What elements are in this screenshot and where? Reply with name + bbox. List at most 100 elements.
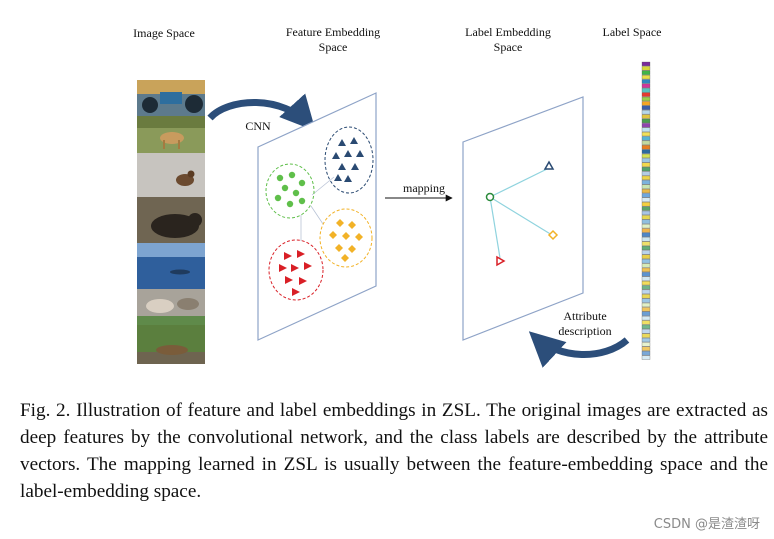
image-bird-ground — [137, 153, 205, 197]
watermark: CSDN @是渣渣呀 — [653, 517, 760, 532]
label-cell — [641, 272, 651, 277]
attribute-label-line2: description — [558, 324, 611, 338]
image-motorcycle — [137, 80, 205, 116]
image-column — [137, 80, 205, 364]
cluster-green — [265, 163, 315, 219]
header-image-space: Image Space — [133, 26, 195, 40]
label-node-green — [485, 192, 495, 202]
cluster-blue — [324, 126, 374, 194]
label-cell — [641, 219, 651, 224]
image-whale — [137, 243, 205, 289]
label-cell — [641, 259, 651, 264]
label-cell — [641, 355, 651, 360]
cluster-orange — [319, 208, 373, 268]
label-cell — [641, 206, 651, 211]
label-cell — [641, 114, 651, 119]
label-cell — [641, 280, 651, 286]
header-label-embedding-line1: Label Embedding — [465, 25, 551, 39]
label-cell — [641, 250, 651, 255]
label-cell — [641, 149, 651, 154]
label-cell — [641, 237, 651, 242]
label-cell — [641, 123, 651, 128]
label-cell — [641, 153, 651, 159]
label-cell — [641, 162, 651, 167]
image-deer — [137, 116, 205, 153]
label-cell — [641, 294, 651, 299]
label-space-strip — [641, 61, 651, 360]
label-cell — [641, 329, 651, 334]
header-feature-space-line2: Space — [319, 40, 348, 54]
label-cell — [641, 215, 651, 220]
attribute-label-line1: Attribute — [563, 309, 606, 323]
label-cell — [641, 197, 651, 202]
label-cell — [641, 245, 651, 251]
header-feature-space-line1: Feature Embedding — [286, 25, 380, 39]
label-cell — [641, 337, 651, 343]
label-cell — [641, 311, 651, 316]
mapping-label: mapping — [403, 181, 445, 195]
label-cell — [641, 333, 651, 338]
feature-embedding-plane — [257, 92, 377, 341]
cluster-links — [300, 176, 335, 241]
label-cell — [641, 96, 651, 102]
label-cell — [641, 70, 651, 75]
header-label-space: Label Space — [603, 25, 662, 39]
figure-caption: Fig. 2. Illustration of feature and labe… — [20, 400, 768, 502]
label-cell — [641, 202, 651, 207]
label-cell — [641, 167, 651, 172]
label-cell — [641, 145, 651, 150]
label-cell — [641, 320, 651, 325]
label-cell — [641, 92, 651, 97]
image-animals-rocks — [137, 289, 205, 325]
label-cell — [641, 232, 651, 237]
label-cell — [641, 342, 651, 347]
label-cell — [641, 307, 651, 312]
header-label-embedding-line2: Space — [494, 40, 523, 54]
label-cell — [641, 88, 651, 93]
label-cell — [641, 210, 651, 216]
label-cell — [641, 127, 651, 132]
label-cell — [641, 131, 651, 137]
label-cell — [641, 83, 651, 88]
label-cell — [641, 351, 651, 356]
label-cell — [641, 228, 651, 233]
label-cell — [641, 302, 651, 308]
label-node-orange — [547, 229, 559, 241]
label-cell — [641, 175, 651, 180]
cnn-arrow — [207, 93, 316, 132]
label-cell — [641, 79, 651, 84]
label-node-red — [496, 255, 506, 267]
label-cell — [641, 267, 651, 273]
label-cell — [641, 285, 651, 290]
label-cell — [641, 171, 651, 176]
label-cell — [641, 223, 651, 229]
label-cell — [641, 105, 651, 110]
label-cell — [641, 101, 651, 106]
label-embedding-links — [489, 167, 553, 259]
label-cell — [641, 184, 651, 189]
label-cell — [641, 66, 651, 71]
label-cell — [641, 61, 651, 67]
label-cell — [641, 316, 651, 321]
label-cell — [641, 276, 651, 281]
label-cell — [641, 180, 651, 185]
label-cell — [641, 193, 651, 198]
image-grass-animal — [137, 325, 205, 364]
image-bear — [137, 197, 205, 243]
label-embedding-plane — [462, 96, 584, 341]
label-cell — [641, 254, 651, 259]
label-cell — [641, 298, 651, 303]
label-cell — [641, 158, 651, 163]
label-cell — [641, 110, 651, 115]
label-cell — [641, 241, 651, 246]
label-cell — [641, 118, 651, 124]
label-cell — [641, 263, 651, 268]
cluster-red — [268, 239, 324, 301]
label-cell — [641, 75, 651, 80]
label-cell — [641, 136, 651, 141]
label-cell — [641, 289, 651, 294]
attribute-arrow — [528, 331, 630, 368]
cnn-label: CNN — [245, 119, 271, 133]
label-cell — [641, 346, 651, 351]
